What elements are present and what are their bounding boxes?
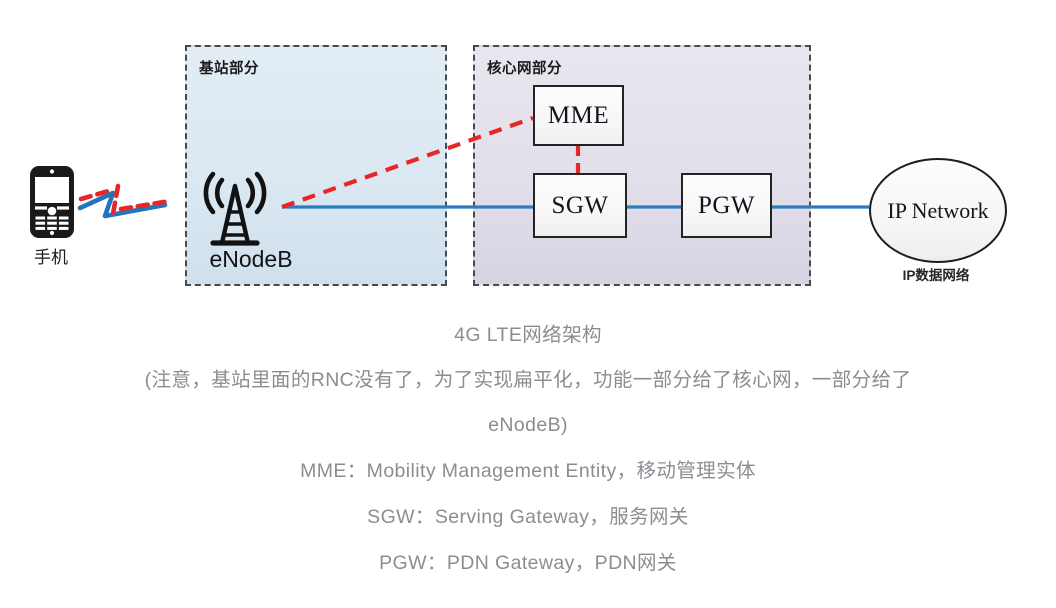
- group-title-base-station: 基站部分: [199, 61, 259, 77]
- node-ip-network-caption: IP数据网络: [902, 268, 970, 283]
- node-phone-label: 手机: [34, 248, 68, 267]
- caption-note-line-1: (注意，基站里面的RNC没有了，为了实现扁平化，功能一部分给了核心网，一部分给了: [144, 369, 912, 391]
- group-box-core-network: 核心网部分: [473, 45, 811, 286]
- definition-sgw: SGW：Serving Gateway，服务网关: [367, 506, 689, 528]
- node-sgw[interactable]: SGW: [533, 173, 627, 238]
- node-pgw[interactable]: PGW: [681, 173, 772, 238]
- node-sgw-label: SGW: [551, 191, 609, 219]
- caption-block: 4G LTE网络架构 (注意，基站里面的RNC没有了，为了实现扁平化，功能一部分…: [0, 313, 1056, 586]
- definition-pgw: PGW：PDN Gateway，PDN网关: [379, 552, 677, 574]
- group-title-core-network: 核心网部分: [487, 61, 562, 77]
- wireless-link-zigzag-icon: [77, 183, 173, 219]
- definition-mme: MME：Mobility Management Entity，移动管理实体: [300, 460, 756, 482]
- node-mme-label: MME: [547, 101, 610, 129]
- node-pgw-label: PGW: [697, 191, 756, 219]
- caption-note-line-2: eNodeB): [488, 414, 568, 436]
- node-ip-network[interactable]: IP Network: [869, 158, 1007, 263]
- mobile-phone-icon: [30, 166, 74, 238]
- caption-title: 4G LTE网络架构: [454, 324, 602, 346]
- node-ip-network-label: IP Network: [887, 197, 989, 223]
- node-enodeb-label: eNodeB: [209, 246, 293, 272]
- node-mme[interactable]: MME: [533, 85, 624, 146]
